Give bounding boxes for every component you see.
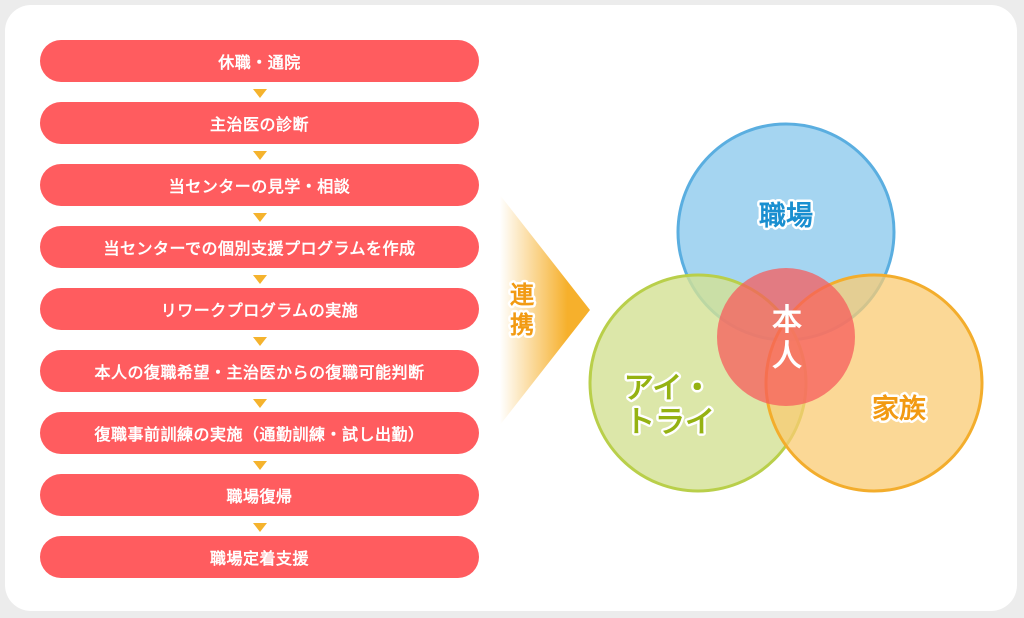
step-training: 復職事前訓練の実施（通勤訓練・試し出勤） — [40, 412, 479, 454]
down-arrow-icon — [253, 213, 267, 222]
step-return: 職場復帰 — [40, 474, 479, 516]
label-self-1: 本 — [772, 303, 802, 338]
step-judgement: 本人の復職希望・主治医からの復職可能判断 — [40, 350, 479, 392]
down-arrow-icon — [253, 275, 267, 284]
connector-label-1: 連 — [510, 281, 535, 309]
down-arrow-icon — [253, 523, 267, 532]
label-self-2: 人 — [772, 339, 802, 374]
label-workplace: 職場 — [759, 201, 813, 232]
step-leave: 休職・通院 — [40, 40, 479, 82]
down-arrow-icon — [253, 461, 267, 470]
down-arrow-icon — [253, 337, 267, 346]
step-plan: 当センターでの個別支援プログラムを作成 — [40, 226, 479, 268]
circle-self — [717, 268, 855, 406]
step-rework: リワークプログラムの実施 — [40, 288, 479, 330]
step-visit: 当センターの見学・相談 — [40, 164, 479, 206]
down-arrow-icon — [253, 89, 267, 98]
step-retention: 職場定着支援 — [40, 536, 479, 578]
connector-chevron-icon — [500, 195, 590, 425]
step-diagnosis: 主治医の診断 — [40, 102, 479, 144]
label-aitry-2: トライ — [625, 405, 715, 440]
connector-label-2: 携 — [510, 311, 534, 339]
label-family: 家族 — [872, 393, 927, 425]
down-arrow-icon — [253, 151, 267, 160]
down-arrow-icon — [253, 399, 267, 408]
label-aitry-1: アイ・ — [624, 371, 713, 406]
